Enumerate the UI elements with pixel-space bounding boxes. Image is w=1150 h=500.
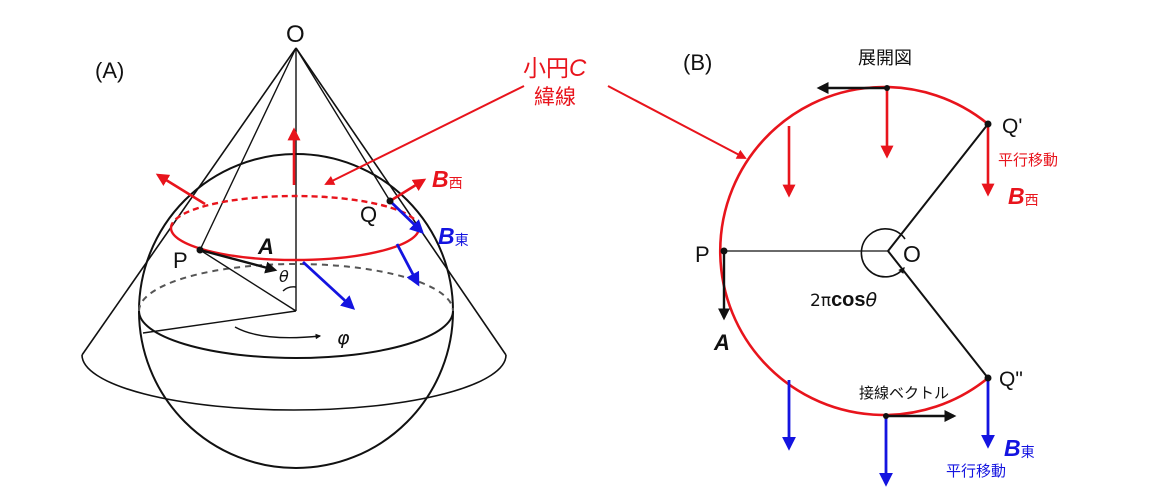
development-heading: 展開図	[858, 48, 912, 69]
b-west-label-b: B西	[1008, 183, 1039, 209]
development-radii	[724, 123, 989, 379]
radius-equator	[142, 310, 297, 334]
panel-a: (A)	[81, 21, 507, 469]
callout-subtitle: 緯線	[534, 85, 576, 109]
phi-label: φ	[337, 327, 350, 349]
blue-arrow-right	[395, 243, 420, 287]
phi-arc	[234, 326, 322, 340]
point-q2-dot	[984, 374, 992, 382]
tangent-vectors	[718, 82, 957, 422]
panel-b-label: (B)	[683, 50, 712, 75]
cone-right-edge	[295, 47, 507, 356]
theta-arc	[282, 286, 297, 292]
tangent-bottom-dot	[883, 413, 889, 419]
callout-arrow-right	[607, 85, 747, 159]
point-q1-dot	[984, 120, 992, 128]
red-arrows-b	[782, 88, 995, 198]
center-o-label: O	[903, 241, 921, 267]
angle-arc	[860, 228, 906, 278]
point-q-dot	[386, 197, 394, 205]
blue-arrows-b	[782, 378, 995, 487]
point-p-dot	[196, 246, 204, 254]
cone-base-ellipse	[81, 354, 507, 411]
radius-p	[199, 249, 297, 312]
callout-arrow-left	[324, 85, 525, 185]
b-west-label-a: B西	[432, 166, 463, 192]
generatrix-q	[295, 47, 391, 202]
cone-left-edge	[81, 47, 297, 356]
red-arrows-a	[155, 127, 427, 206]
transport-east-label: 平行移動	[946, 462, 1006, 480]
angle-label: 2πcosθ	[810, 289, 878, 311]
cone	[81, 47, 507, 411]
transport-west-label: 平行移動	[998, 151, 1058, 169]
theta-label: θ	[279, 267, 289, 286]
blue-arrow-beast	[389, 199, 425, 234]
blue-arrow-mid	[302, 260, 356, 310]
tangent-top-dot	[884, 85, 890, 91]
panel-a-label: (A)	[95, 58, 124, 83]
b-east-label-b: B東	[1004, 435, 1035, 461]
apex-o-label: O	[286, 21, 305, 48]
point-q2-label: Q"	[999, 368, 1023, 391]
construction-lines	[142, 47, 391, 340]
point-p-b-label: P	[695, 242, 710, 267]
point-q-label: Q	[360, 202, 377, 227]
red-arrow-bwest	[389, 178, 427, 203]
callout-title: 小円C	[523, 55, 587, 82]
vector-a-label: A	[257, 234, 274, 259]
equator-front	[138, 310, 454, 359]
blue-arrows-a	[302, 199, 425, 310]
radius-q1	[887, 123, 989, 252]
vector-a-b-label: A	[713, 330, 730, 355]
tangent-vector-label: 接線ベクトル	[859, 384, 949, 402]
b-east-label-a: B東	[438, 223, 469, 249]
generatrix-p	[199, 47, 297, 251]
small-circle-front	[169, 227, 421, 262]
point-p-label: P	[173, 248, 188, 273]
panel-b: (B) 展開図	[683, 48, 1058, 487]
point-q1-label: Q'	[1002, 115, 1022, 138]
small-circle-back	[169, 194, 421, 229]
small-circle-c	[169, 194, 421, 262]
point-p-b-dot	[720, 247, 728, 255]
callout-small-circle: 小円C 緯線	[324, 55, 747, 185]
red-arrow-left	[155, 173, 206, 206]
vector-a-arrow	[199, 248, 278, 274]
